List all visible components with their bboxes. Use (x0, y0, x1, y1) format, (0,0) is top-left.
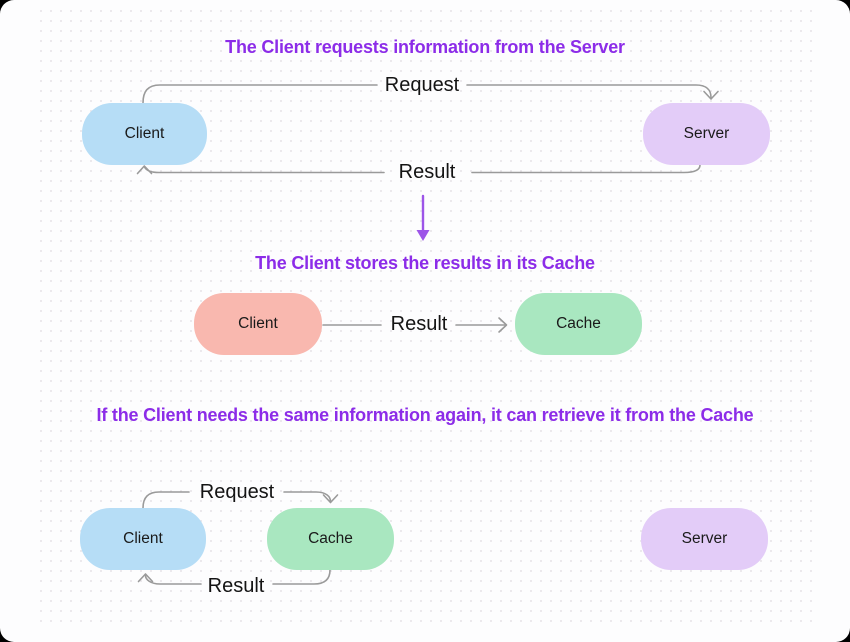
node-label: Server (683, 125, 730, 142)
section3-title: If the Client needs the same information… (96, 405, 754, 425)
node-cache-section2: Cache (515, 293, 642, 355)
section1-title: The Client requests information from the… (225, 37, 625, 57)
arrowhead-right-icon (498, 317, 508, 333)
section2-title: The Client stores the results in its Cac… (255, 253, 595, 273)
arrowhead-up-icon (136, 165, 153, 175)
result-arrow-section3 (137, 569, 331, 585)
node-cache-section3: Cache (267, 508, 394, 570)
request-arrow-section1-segment (142, 84, 378, 104)
node-label: Server (681, 530, 728, 547)
node-label: Client (124, 125, 165, 142)
node-label: Cache (308, 530, 353, 547)
request-arrow-section1-segment (466, 84, 712, 99)
arrowhead-up-icon (137, 573, 154, 583)
edge-label-result-section1: Result (398, 161, 456, 183)
arrowhead-down-icon (416, 230, 430, 241)
edge-label-request-section3: Request (199, 481, 275, 503)
flow-down-arrow (416, 194, 430, 241)
edge-label-result-section3: Result (207, 575, 265, 597)
request-arrow-section3-segment (142, 491, 190, 509)
node-client-section2: Client (194, 293, 322, 355)
arrowhead-down-icon (703, 90, 719, 100)
result-arrow-section1-segment (471, 164, 701, 174)
request-arrow-section1 (142, 84, 719, 104)
node-client-section1: Client (82, 103, 207, 165)
node-label: Client (123, 530, 163, 547)
request-arrow-section3 (142, 491, 339, 509)
request-arrow-section3-segment (283, 491, 332, 503)
edge-label-result-section2: Result (390, 313, 448, 335)
result-arrow-section1 (136, 164, 701, 175)
node-client-section3: Client (80, 508, 206, 570)
node-server-section1: Server (643, 103, 770, 165)
node-label: Client (238, 315, 278, 332)
node-server-section3: Server (641, 508, 768, 570)
node-label: Cache (556, 315, 601, 332)
result-arrow-section2 (322, 317, 508, 333)
edge-label-request-section1: Request (384, 74, 460, 96)
result-arrow-section3-segment (144, 574, 202, 585)
result-arrow-section1-segment (144, 166, 385, 174)
result-arrow-section3-segment (272, 569, 331, 585)
arrowhead-down-icon (322, 494, 339, 504)
